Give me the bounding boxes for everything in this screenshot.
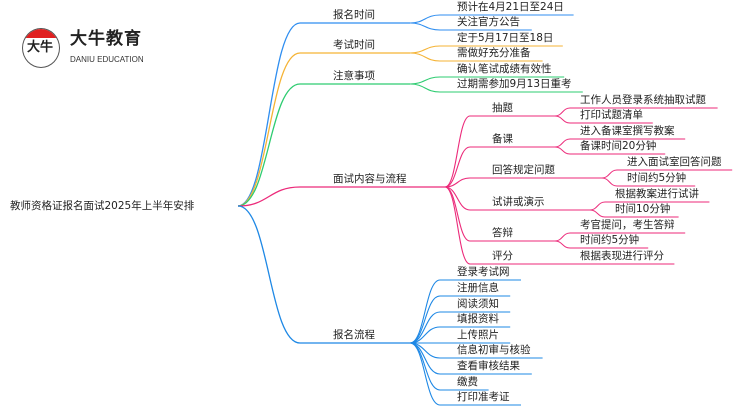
leaf-5-7[interactable]: 查看审核结果	[457, 359, 520, 372]
child-connector	[409, 342, 441, 375]
leaf-2-1[interactable]: 定于5月17日至18日	[457, 31, 553, 44]
branch-4[interactable]: 面试内容与流程	[333, 172, 407, 185]
leaf-1-2[interactable]: 关注官方公告	[457, 15, 520, 28]
step-1[interactable]: 抽题	[492, 101, 513, 114]
child-connector	[444, 177, 471, 188]
logo-mark-icon: 大牛	[22, 28, 60, 68]
leaf-5-3[interactable]: 阅读须知	[457, 297, 499, 310]
grandchild-connector	[589, 209, 606, 218]
root-topic[interactable]: 教师资格证报名面试2025年上半年安排	[10, 199, 195, 212]
detail-4-2[interactable]: 时间10分钟	[615, 202, 670, 215]
child-connector	[409, 295, 441, 344]
leaf-1-1[interactable]: 预计在4月21日至24日	[457, 0, 564, 13]
step-6[interactable]: 评分	[492, 250, 513, 262]
grandchild-connector	[601, 177, 618, 187]
detail-3-2[interactable]: 时间约5分钟	[627, 171, 686, 184]
leaf-5-1[interactable]: 登录考试网	[457, 265, 510, 278]
grandchild-connector	[554, 115, 571, 124]
branch-5[interactable]: 报名流程	[333, 328, 375, 341]
logo-name-en: DANIU EDUCATION	[70, 55, 144, 64]
step-5[interactable]: 答辩	[492, 226, 513, 239]
branch-3[interactable]: 注意事项	[333, 69, 375, 82]
grandchild-connector	[554, 146, 571, 155]
child-connector	[409, 45, 441, 54]
logo-name-cn: 大牛教育	[70, 29, 142, 49]
branch-connector	[237, 52, 301, 207]
step-2[interactable]: 备课	[492, 132, 513, 145]
step-4[interactable]: 试讲或演示	[492, 195, 545, 208]
child-connector	[409, 14, 441, 24]
logo-mark-text: 大牛	[27, 40, 54, 55]
leaf-5-4[interactable]: 填报资料	[457, 312, 499, 325]
branch-connector	[237, 186, 301, 207]
detail-5-1[interactable]: 考官提问，考生答辩	[580, 218, 675, 231]
detail-4-1[interactable]: 根据教案进行试讲	[615, 187, 699, 200]
leaf-5-5[interactable]: 上传照片	[457, 328, 499, 341]
grandchild-connector	[554, 240, 571, 249]
grandchild-connector	[589, 201, 606, 211]
leaf-5-9[interactable]: 打印准考证	[457, 390, 510, 403]
leaf-5-8[interactable]: 缴费	[457, 375, 478, 388]
branch-connector	[237, 22, 301, 207]
branch-connector	[237, 83, 301, 207]
child-connector	[409, 76, 441, 85]
leaf-2-2[interactable]: 需做好充分准备	[457, 46, 531, 59]
leaf-3-1[interactable]: 确认笔试成绩有效性	[457, 62, 552, 75]
child-connector	[444, 115, 471, 188]
detail-1-2[interactable]: 打印试题清单	[580, 108, 643, 121]
detail-2-2[interactable]: 备课时间20分钟	[580, 139, 656, 152]
leaf-5-6[interactable]: 信息初审与核验	[457, 343, 531, 356]
child-connector	[409, 279, 441, 344]
child-connector	[444, 186, 471, 265]
logo: 大牛 大牛教育 DANIU EDUCATION	[22, 28, 172, 74]
leaf-3-2[interactable]: 过期需参加9月13日重考	[457, 77, 572, 90]
step-3[interactable]: 回答规定问题	[492, 163, 555, 176]
leaf-5-2[interactable]: 注册信息	[457, 281, 499, 294]
detail-1-1[interactable]: 工作人员登录系统抽取试题	[580, 93, 706, 106]
child-connector	[409, 83, 441, 93]
child-connector	[409, 52, 441, 62]
detail-6-1[interactable]: 根据表现进行评分	[580, 249, 664, 262]
grandchild-connector	[554, 138, 571, 148]
child-connector	[444, 146, 471, 188]
child-connector	[409, 311, 441, 344]
branch-1[interactable]: 报名时间	[333, 8, 375, 21]
branch-2[interactable]: 考试时间	[333, 38, 375, 51]
child-connector	[444, 186, 471, 242]
child-connector	[409, 342, 441, 406]
grandchild-connector	[601, 169, 618, 179]
detail-2-1[interactable]: 进入备课室撰写教案	[580, 124, 675, 137]
grandchild-connector	[554, 107, 571, 117]
grandchild-connector	[554, 232, 571, 242]
detail-3-1[interactable]: 进入面试室回答问题	[627, 155, 722, 168]
detail-5-2[interactable]: 时间约5分钟	[580, 233, 639, 246]
branch-connector	[237, 205, 301, 344]
child-connector	[409, 22, 441, 31]
